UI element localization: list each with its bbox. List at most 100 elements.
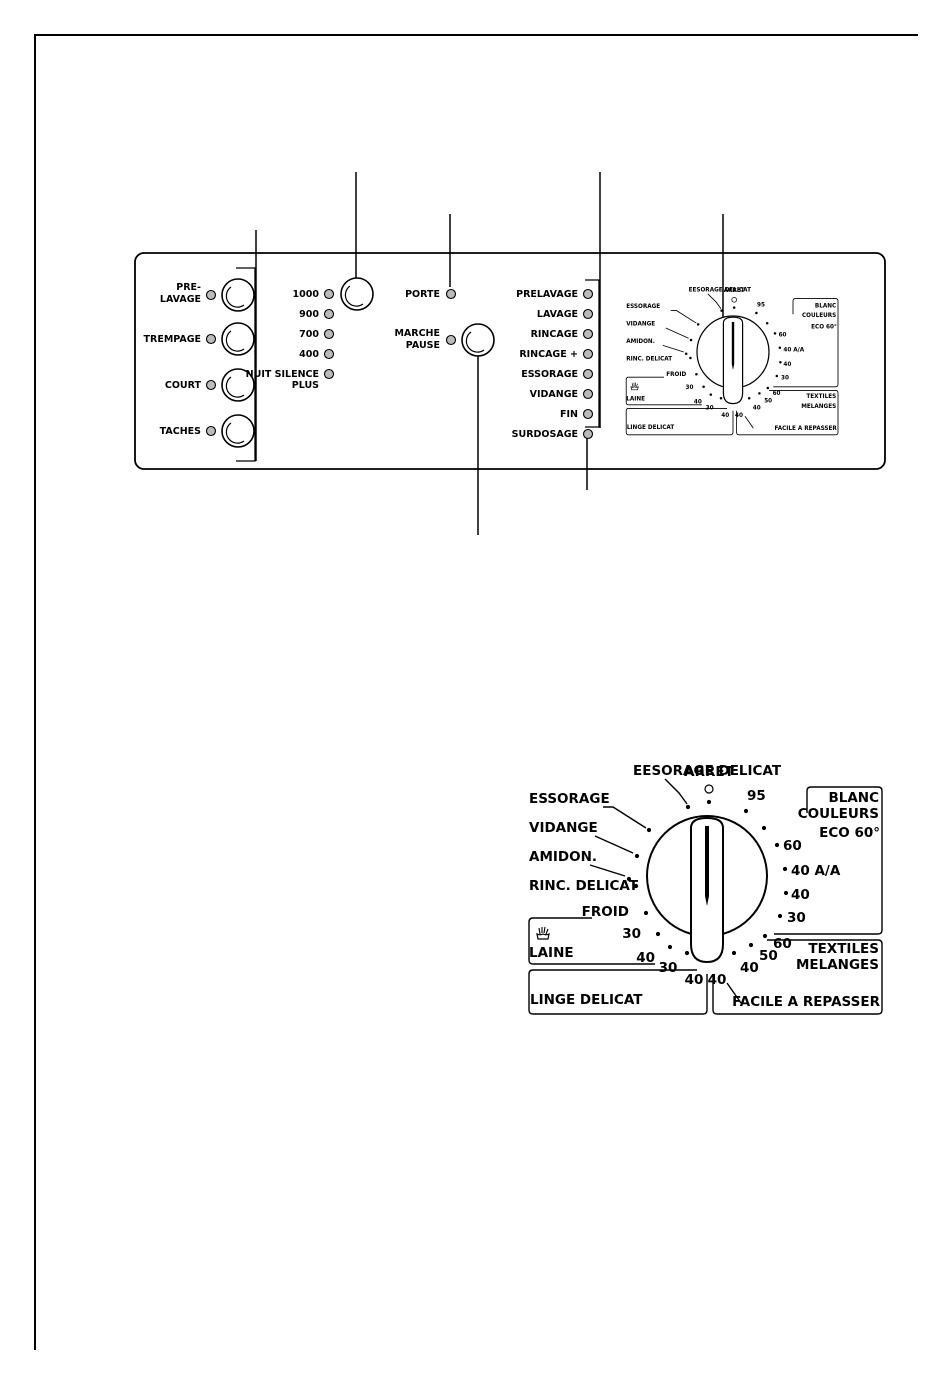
starch-label: AMIDON. bbox=[626, 339, 655, 345]
dial-leader-line bbox=[664, 778, 688, 805]
dial-position-dot bbox=[766, 386, 770, 390]
start-label-2: PAUSE bbox=[406, 340, 440, 351]
dial-position-dot bbox=[779, 360, 782, 364]
phase-led bbox=[582, 368, 594, 380]
dial-position-dot bbox=[758, 392, 761, 395]
callout-lines bbox=[255, 172, 724, 535]
dial-position-dot bbox=[709, 393, 713, 396]
spin-400-label: 400 bbox=[299, 349, 319, 360]
dial-position-dot bbox=[695, 372, 698, 376]
panel-outline bbox=[134, 252, 886, 470]
phase-led bbox=[582, 288, 594, 300]
dial-position-dot bbox=[755, 311, 758, 315]
dial-position-dot bbox=[743, 808, 749, 814]
cotton-frame bbox=[774, 786, 883, 935]
phase-led bbox=[582, 308, 594, 320]
handwash-icon bbox=[536, 926, 550, 940]
start-pause-button[interactable] bbox=[461, 323, 495, 357]
spin-delicate-label: EESORAGE DELICAT bbox=[633, 763, 782, 779]
mixed-label-1: TEXTILES bbox=[806, 394, 836, 400]
spin-400-led bbox=[323, 348, 335, 360]
spin-700-led bbox=[323, 328, 335, 340]
soak-button[interactable] bbox=[221, 322, 255, 356]
short-led bbox=[205, 379, 217, 391]
dial-position-dot bbox=[696, 323, 700, 326]
rinse-delicate-label: RINC. DELICAT bbox=[626, 356, 672, 362]
cotton-temp-60: 60 bbox=[783, 838, 802, 854]
spin-label: ESSORAGE bbox=[529, 791, 610, 807]
spin-700-label: 700 bbox=[299, 329, 319, 340]
dial-position-dot bbox=[646, 827, 652, 833]
spin-speed-button[interactable] bbox=[340, 277, 374, 311]
soak-label: TREMPAGE bbox=[144, 334, 201, 345]
night-silence-label-1: NUIT SILENCE bbox=[246, 369, 319, 380]
dial-position-dot bbox=[634, 853, 640, 859]
dial-leader-line bbox=[744, 415, 754, 429]
dial-position-dot bbox=[720, 309, 723, 312]
phase-label: VIDANGE bbox=[530, 389, 578, 400]
cotton-temp-40: 40 bbox=[791, 887, 810, 903]
mixed-frame bbox=[712, 939, 883, 1015]
mixed-label-2: MELANGES bbox=[796, 957, 879, 973]
easy-iron-temp-40: 40 bbox=[735, 413, 743, 419]
phase-led bbox=[582, 408, 594, 420]
cotton-temp-40aa: 40 A/A bbox=[791, 863, 841, 879]
cotton-label-2: COULEURS bbox=[802, 313, 836, 319]
wool-frame bbox=[528, 917, 655, 965]
dial-position-dot bbox=[706, 799, 712, 805]
drain-label: VIDANGE bbox=[529, 820, 598, 836]
short-label: COURT bbox=[165, 380, 202, 391]
delicate-temp-40: 40 bbox=[721, 413, 729, 419]
door-led bbox=[445, 288, 457, 300]
dial-leader-line bbox=[589, 864, 626, 877]
option-buttons: PRE- LAVAGE TREMPAGE COURT TACHES bbox=[144, 278, 255, 448]
cotton-label-1: BLANC bbox=[828, 790, 879, 806]
wool-temp-30: 30 bbox=[622, 926, 641, 942]
mixed-label-1: TEXTILES bbox=[808, 941, 879, 957]
cotton-temp-40: 40 bbox=[783, 362, 791, 368]
cotton-temp-95: 95 bbox=[757, 302, 765, 308]
prewash-label-1: PRE- bbox=[176, 282, 201, 293]
mixed-temp-60: 60 bbox=[773, 936, 792, 952]
phase-label: ESSORAGE bbox=[521, 369, 578, 380]
phase-bracket bbox=[585, 279, 600, 428]
dial-position-dot bbox=[783, 890, 789, 896]
spin-label: ESSORAGE bbox=[626, 304, 660, 310]
dial-position-dot bbox=[748, 942, 754, 948]
dial-leader-line bbox=[603, 806, 647, 829]
mixed-temp-60: 60 bbox=[773, 391, 781, 397]
phase-led bbox=[582, 328, 594, 340]
dial-position-dot bbox=[643, 910, 649, 916]
dial-position-dot bbox=[689, 356, 692, 360]
stains-button[interactable] bbox=[221, 414, 255, 448]
spin-1000-label: 1000 bbox=[293, 289, 320, 300]
dial-position-dot bbox=[689, 338, 693, 342]
dial-position-dot bbox=[732, 306, 736, 309]
prewash-button[interactable] bbox=[221, 278, 255, 312]
soak-led bbox=[205, 333, 217, 345]
stains-label: TACHES bbox=[160, 426, 202, 437]
mixed-temp-40: 40 bbox=[753, 406, 761, 412]
dial-position-dot bbox=[761, 825, 767, 831]
control-panel: PRE- LAVAGE TREMPAGE COURT TACHES bbox=[134, 252, 886, 470]
delicate-frame bbox=[625, 407, 734, 436]
cotton-temp-95: 95 bbox=[747, 788, 766, 804]
easy-iron-label: FACILE A REPASSER bbox=[774, 426, 837, 432]
dial-position-dot bbox=[765, 321, 769, 325]
dial-position-dot bbox=[684, 950, 690, 956]
off-position-circle bbox=[704, 784, 714, 794]
mixed-frame bbox=[736, 389, 839, 436]
short-button[interactable] bbox=[221, 368, 255, 402]
mixed-label-2: MELANGES bbox=[801, 404, 836, 410]
start-label-1: MARCHE bbox=[394, 328, 440, 339]
easy-iron-label: FACILE A REPASSER bbox=[732, 994, 881, 1010]
delicate-temp-30: 30 bbox=[706, 406, 714, 412]
night-silence-led bbox=[323, 368, 335, 380]
delicate-temp-40: 40 bbox=[685, 972, 704, 988]
dial-position-dot bbox=[667, 944, 673, 950]
dial-position-dot bbox=[633, 883, 639, 889]
